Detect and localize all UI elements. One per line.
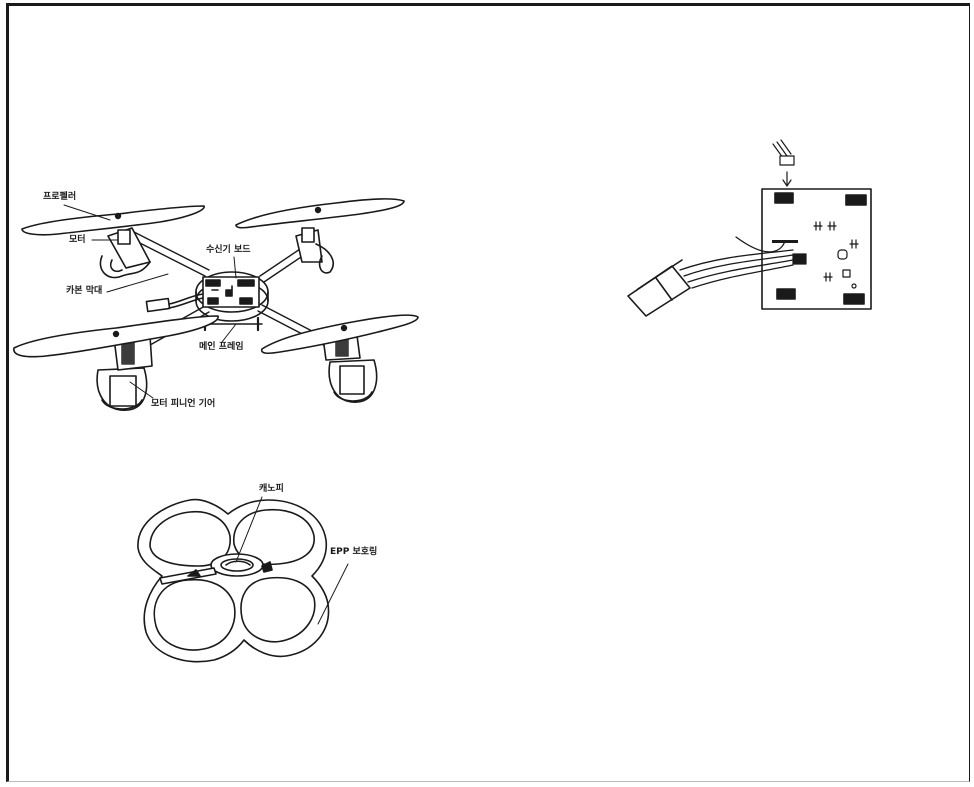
quadcopter-drawing [13,198,419,411]
motor-housings [96,227,378,411]
board-connectors [774,192,867,305]
receiver-board-detail [627,139,872,317]
label-epp-ring: EPP 보호링 [330,547,378,557]
canopy [210,553,264,577]
label-carbon-rod: 카본 막대 [66,286,103,296]
label-motor: 모터 [69,235,86,245]
label-motor-pinion-gear: 모터 피니언 기어 [151,399,216,409]
label-propeller: 프로펠러 [43,192,77,202]
receiver-board [202,276,260,308]
leader-lines [63,204,237,399]
label-canopy: 캐노피 [259,484,284,494]
label-receiver-board: 수신기 보드 [206,245,251,255]
top-connector [772,139,795,187]
board-plug [627,259,691,317]
battery-plug [145,293,204,313]
page-frame [6,3,970,782]
label-main-frame: 메인 프레임 [199,342,244,352]
propellers [13,198,419,358]
epp-guard-ring [137,496,349,663]
board-wires [679,236,794,289]
